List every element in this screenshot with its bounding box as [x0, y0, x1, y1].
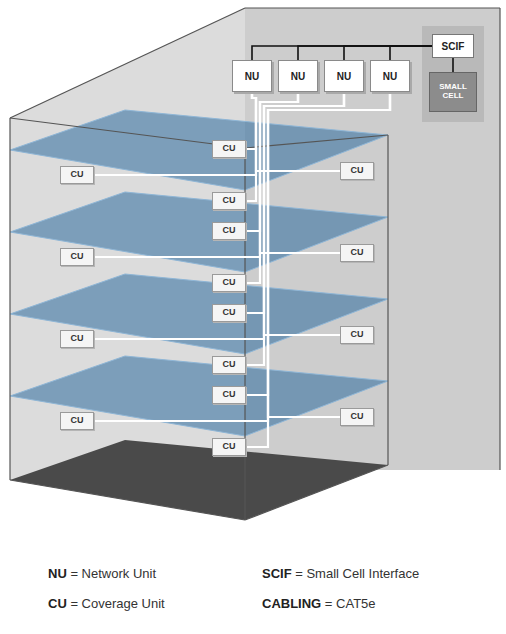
network-unit-box: NU — [278, 60, 318, 92]
unit-label: CU — [223, 308, 236, 318]
unit-label: CU — [223, 390, 236, 400]
coverage-unit-box: CU — [212, 222, 246, 240]
coverage-unit-box: CU — [60, 248, 94, 266]
unit-label: NU — [291, 71, 305, 82]
unit-label: SMALL CELL — [430, 83, 476, 101]
unit-label: SCIF — [442, 41, 465, 52]
unit-label: CU — [351, 412, 364, 422]
cat5e-cable — [246, 92, 298, 231]
cat5e-cable — [246, 92, 344, 365]
coverage-unit-box: CU — [212, 140, 246, 158]
coverage-unit-box: CU — [340, 244, 374, 262]
floor-plane — [10, 274, 388, 354]
equipment-panel — [422, 26, 484, 122]
cat5e-cable — [268, 92, 390, 417]
unit-label: CU — [223, 278, 236, 288]
unit-label: CU — [351, 248, 364, 258]
coverage-unit-box: CU — [212, 304, 246, 322]
coverage-unit-box: CU — [340, 326, 374, 344]
coverage-unit-box: CU — [60, 412, 94, 430]
unit-label: NU — [245, 71, 259, 82]
floor-plane — [10, 356, 388, 436]
coverage-unit-box: CU — [212, 438, 246, 456]
floor-plane — [10, 192, 388, 272]
coverage-unit-box: CU — [212, 356, 246, 374]
small-cell-box: SMALL CELL — [429, 72, 477, 112]
cat5e-cable — [252, 92, 340, 171]
rf-link — [390, 46, 432, 60]
unit-label: CU — [351, 330, 364, 340]
cat5e-cable — [246, 92, 344, 313]
unit-label: NU — [383, 71, 397, 82]
legend-entry: NU = Network Unit — [48, 566, 156, 581]
coverage-unit-box: CU — [212, 274, 246, 292]
unit-label: CU — [223, 226, 236, 236]
cat5e-cable — [246, 92, 390, 447]
unit-label: CU — [351, 166, 364, 176]
cat5e-cable — [246, 92, 256, 201]
unit-label: CU — [223, 442, 236, 452]
coverage-unit-box: CU — [340, 408, 374, 426]
cat5e-cable — [260, 92, 340, 253]
coverage-unit-box: CU — [212, 192, 246, 210]
floor-plane — [10, 110, 388, 190]
network-unit-box: NU — [232, 60, 272, 92]
coverage-unit-box: CU — [60, 166, 94, 184]
unit-label: CU — [71, 416, 84, 426]
rf-link — [252, 46, 432, 60]
network-unit-box: NU — [370, 60, 410, 92]
coverage-unit-box: CU — [340, 162, 374, 180]
unit-label: CU — [71, 252, 84, 262]
cat5e-cable — [94, 92, 344, 339]
cat5e-cable — [264, 92, 344, 335]
legend-entry: CU = Coverage Unit — [48, 596, 165, 611]
cat5e-cable — [246, 92, 256, 149]
unit-label: CU — [223, 196, 236, 206]
unit-label: CU — [223, 144, 236, 154]
building-frame — [10, 8, 500, 520]
rf-link — [298, 46, 432, 60]
coverage-unit-box: CU — [60, 330, 94, 348]
coverage-unit-box: CU — [212, 386, 246, 404]
rf-link — [344, 46, 432, 60]
legend-entry: SCIF = Small Cell Interface — [262, 566, 419, 581]
unit-label: CU — [71, 334, 84, 344]
unit-label: NU — [337, 71, 351, 82]
ground-floor — [10, 440, 388, 520]
cat5e-cable — [94, 92, 390, 421]
small-cell-interface-box: SCIF — [432, 34, 474, 58]
rf-link — [452, 58, 454, 72]
cat5e-cable — [94, 92, 256, 175]
cat5e-cable — [246, 92, 298, 283]
unit-label: CU — [71, 170, 84, 180]
network-unit-box: NU — [324, 60, 364, 92]
unit-label: CU — [223, 360, 236, 370]
legend-entry: CABLING = CAT5e — [262, 596, 376, 611]
